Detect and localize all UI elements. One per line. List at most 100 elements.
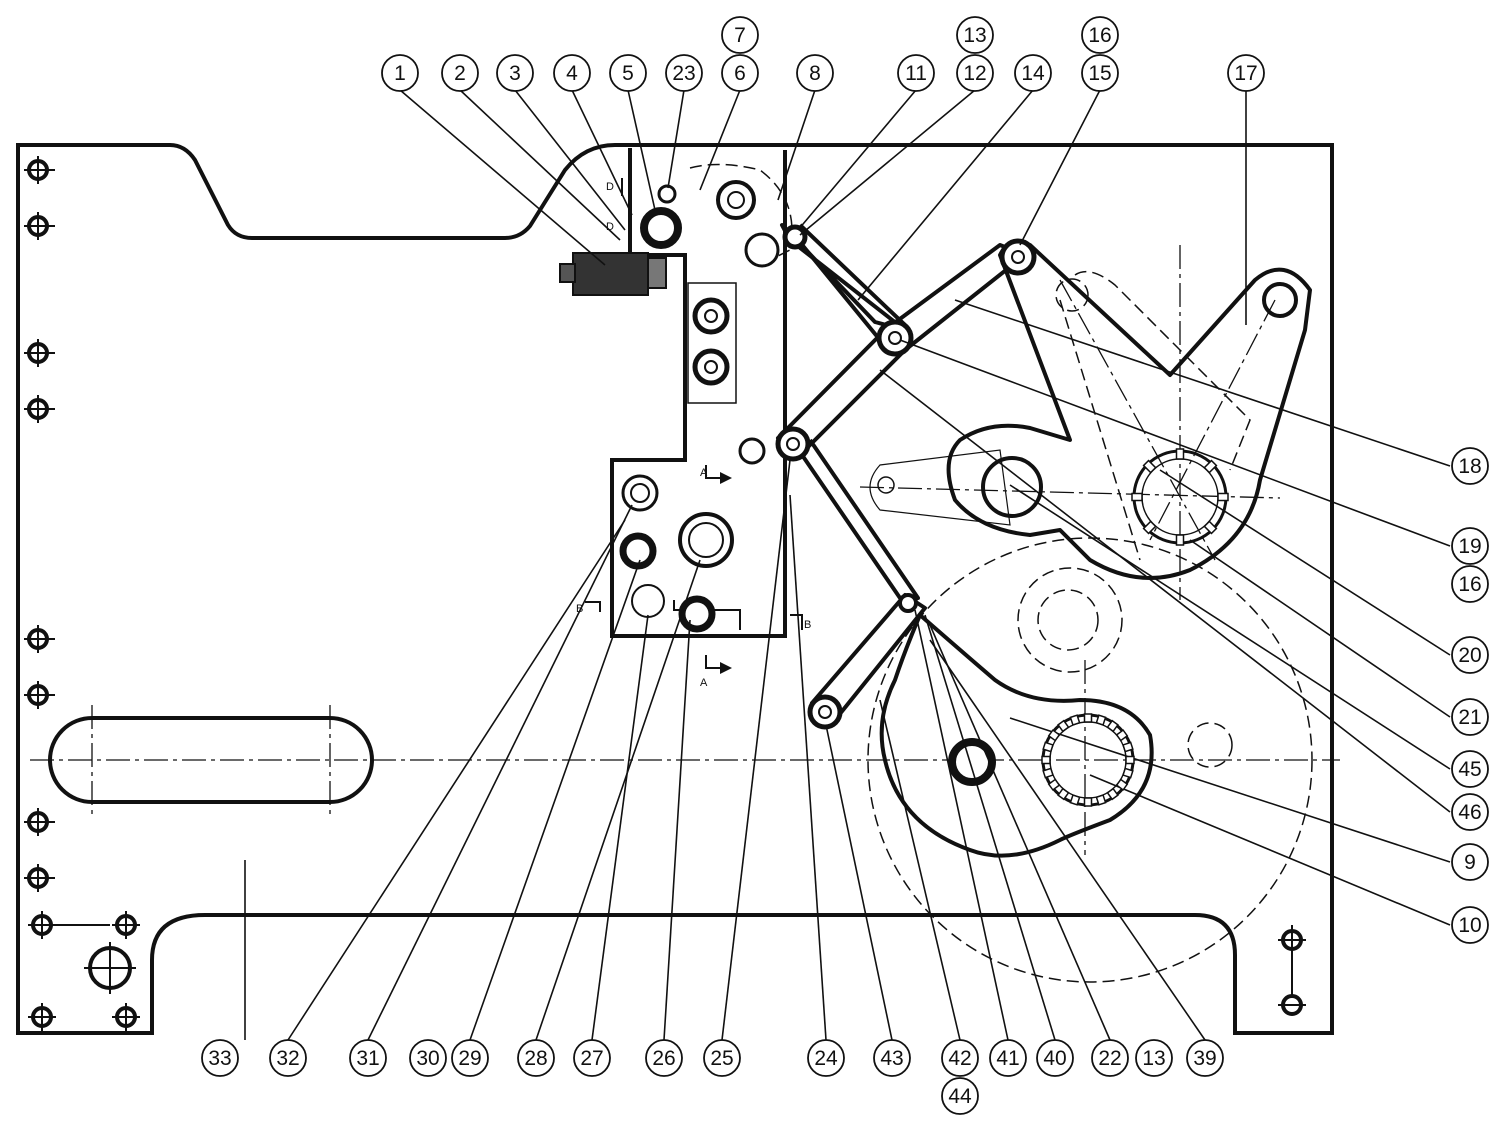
pin-39 — [948, 738, 996, 786]
pin-8 — [744, 232, 780, 268]
lower-spline-teeth-tooth — [1122, 741, 1134, 753]
section-mark-a-lower: A — [700, 677, 708, 689]
callout-31: 31 — [349, 1039, 387, 1077]
callout-33: 33 — [201, 1039, 239, 1077]
lower-spline-teeth-tooth — [1106, 787, 1119, 801]
edge-hole-7 — [24, 808, 55, 836]
pin-upper-mount-1 — [692, 297, 730, 335]
callout-16-top: 16 — [1081, 16, 1119, 54]
svg-text:32: 32 — [276, 1047, 299, 1070]
svg-text:30: 30 — [416, 1047, 439, 1070]
lower-spline-teeth-tooth — [1083, 713, 1093, 723]
callout-11: 11 — [897, 54, 935, 92]
callout-29: 29 — [451, 1039, 489, 1077]
edge-hole-12 — [112, 1003, 140, 1031]
callout-26: 26 — [645, 1039, 683, 1077]
lower-spline-teeth — [1041, 713, 1135, 807]
callout-45: 45 — [1451, 750, 1489, 788]
svg-text:24: 24 — [814, 1047, 838, 1070]
lower-spline-teeth-tooth — [1057, 719, 1070, 733]
lower-spline-teeth-tooth — [1069, 714, 1081, 726]
lower-spline-teeth-tooth — [1095, 794, 1107, 806]
callout-22: 22 — [1091, 1039, 1129, 1077]
callout-9: 9 — [1451, 843, 1489, 881]
svg-text:22: 22 — [1098, 1047, 1121, 1070]
upper-spline-teeth-tooth — [1203, 459, 1218, 474]
callout-28: 28 — [517, 1039, 555, 1077]
pin-26 — [678, 595, 716, 633]
pivot-pins — [619, 180, 1037, 786]
svg-text:31: 31 — [356, 1047, 379, 1070]
callout-32: 32 — [269, 1039, 307, 1077]
pin-43 — [807, 694, 843, 730]
lower-spline-teeth-tooth — [1106, 719, 1119, 733]
phantom-outlines — [689, 163, 1313, 983]
upper-spline-teeth — [1131, 448, 1229, 546]
pin-23 — [657, 184, 677, 204]
upper-spline-teeth-tooth — [1175, 534, 1185, 546]
svg-text:18: 18 — [1458, 455, 1481, 478]
phantom-arm-hole — [877, 476, 895, 494]
cam-pivot-bore — [981, 456, 1043, 518]
edge-hole-9 — [28, 911, 110, 939]
lower-spline-teeth-tooth — [1047, 778, 1061, 791]
svg-text:14: 14 — [1021, 62, 1045, 85]
svg-text:2: 2 — [454, 62, 466, 85]
callout-12: 12 — [956, 54, 994, 92]
svg-text:12: 12 — [963, 62, 986, 85]
leader-lines — [244, 89, 1451, 1041]
lower-spline-teeth-tooth — [1042, 767, 1054, 779]
callout-13-top: 13 — [956, 16, 994, 54]
edge-hole-11 — [28, 1003, 56, 1031]
callout-13-bottom: 13 — [1135, 1039, 1173, 1077]
svg-text:8: 8 — [809, 62, 821, 85]
lower-spline-teeth-tooth — [1057, 787, 1070, 801]
section-mark-d-upper: D — [606, 181, 614, 193]
svg-text:5: 5 — [622, 62, 634, 85]
section-mark-b-right: B — [804, 619, 811, 631]
svg-text:6: 6 — [734, 62, 746, 85]
upper-spline-teeth-tooth — [1131, 492, 1143, 502]
callout-10: 10 — [1451, 906, 1489, 944]
svg-text:45: 45 — [1458, 758, 1481, 781]
svg-text:10: 10 — [1458, 914, 1481, 937]
pin-upper-mount-2 — [692, 348, 730, 386]
callout-23: 23 — [665, 54, 703, 92]
pin-24 — [775, 426, 811, 462]
upper-lever-hole — [1262, 282, 1298, 318]
lower-spline-teeth-tooth — [1115, 729, 1129, 742]
edge-hole-3 — [24, 339, 55, 367]
latch-bolt — [559, 252, 667, 296]
callout-3: 3 — [496, 54, 534, 92]
upper-spline-teeth-tooth — [1142, 459, 1157, 474]
callout-21: 21 — [1451, 698, 1489, 736]
lower-link — [798, 438, 920, 600]
svg-text:13: 13 — [963, 24, 986, 47]
lower-spline-teeth-tooth — [1083, 797, 1093, 807]
callout-4: 4 — [553, 54, 591, 92]
callout-43: 43 — [873, 1039, 911, 1077]
edge-hole-10 — [112, 911, 140, 939]
svg-text:17: 17 — [1234, 62, 1257, 85]
callout-24: 24 — [807, 1039, 845, 1077]
lower-spline-teeth-tooth — [1042, 741, 1054, 753]
callout-14: 14 — [1014, 54, 1052, 92]
edge-hole-6 — [24, 681, 55, 709]
svg-text:3: 3 — [509, 62, 521, 85]
svg-text:33: 33 — [208, 1047, 231, 1070]
upper-spline-teeth-tooth — [1175, 448, 1185, 460]
section-mark-d-lower: D — [606, 221, 614, 233]
callout-39: 39 — [1186, 1039, 1224, 1077]
svg-text:4: 4 — [566, 62, 578, 85]
base-plate-outline — [16, 143, 1334, 1035]
lower-spline-teeth-tooth — [1041, 755, 1051, 765]
section-mark-a-upper: A — [700, 467, 708, 479]
svg-text:41: 41 — [996, 1047, 1019, 1070]
main-cam-lever — [946, 239, 1312, 580]
callout-44: 44 — [941, 1077, 979, 1115]
callout-20: 20 — [1451, 636, 1489, 674]
pin-22 — [898, 593, 918, 613]
pin-5 — [640, 207, 682, 249]
